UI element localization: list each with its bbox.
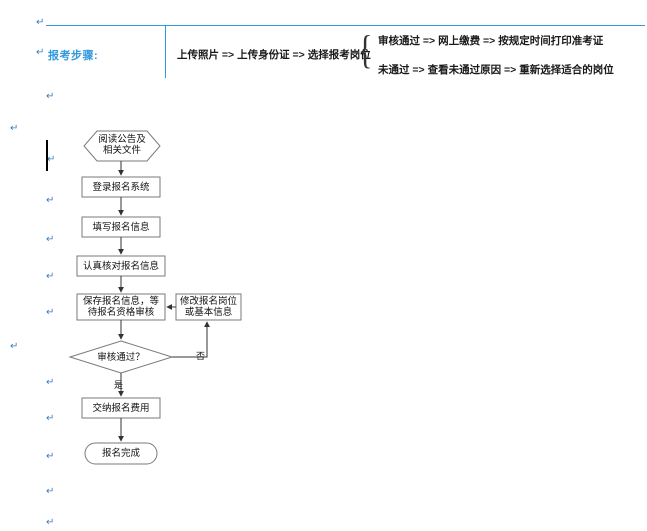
paragraph-mark: ↵ <box>47 154 56 165</box>
flow-edge-label-no: 否 <box>196 351 206 361</box>
paragraph-mark: ↵ <box>10 123 19 134</box>
branch-fail-text: 未通过 => 查看未通过原因 => 重新选择适合的岗位 <box>378 64 614 76</box>
flow-label-review-pass: 审核通过？ <box>97 352 145 363</box>
flow-label-verify-info: 认真核对报名信息 <box>82 261 159 272</box>
header-horizontal-rule <box>46 25 645 26</box>
flow-label-finish: 报名完成 <box>101 448 140 459</box>
flow-label-fill-info: 填写报名信息 <box>92 222 150 233</box>
text-cursor <box>46 140 48 171</box>
flow-label-pay-fee: 交纳报名费用 <box>92 403 150 414</box>
flow-label-read-notice: 阅读公告及 相关文件 <box>98 134 146 156</box>
paragraph-mark: ↵ <box>46 307 55 318</box>
paragraph-mark: ↵ <box>36 47 45 58</box>
paragraph-mark: ↵ <box>10 341 19 352</box>
paragraph-mark: ↵ <box>46 195 55 206</box>
paragraph-mark: ↵ <box>46 413 55 424</box>
paragraph-mark: ↵ <box>46 486 55 497</box>
paragraph-mark: ↵ <box>46 234 55 245</box>
paragraph-mark: ↵ <box>46 91 55 102</box>
paragraph-mark: ↵ <box>46 517 55 528</box>
paragraph-mark: ↵ <box>46 451 55 462</box>
brace-glyph: { <box>358 27 373 72</box>
flow-label-login: 登录报名系统 <box>92 182 150 193</box>
flow-edge-label-yes: 是 <box>114 380 124 390</box>
paragraph-mark: ↵ <box>36 17 45 28</box>
steps-label: 报考步骤: <box>48 50 99 62</box>
paragraph-mark: ↵ <box>46 377 55 388</box>
upload-sequence-text: 上传照片 => 上传身份证 => 选择报考岗位 <box>177 49 371 61</box>
header-vertical-divider <box>165 25 166 78</box>
paragraph-mark: ↵ <box>46 271 55 282</box>
flow-label-modify-info: 修改报名岗位 或基本信息 <box>179 296 237 318</box>
branch-pass-text: 审核通过 => 网上缴费 => 按规定时间打印准考证 <box>378 35 604 47</box>
flow-label-save-info: 保存报名信息，等 待报名资格审核 <box>82 296 159 318</box>
